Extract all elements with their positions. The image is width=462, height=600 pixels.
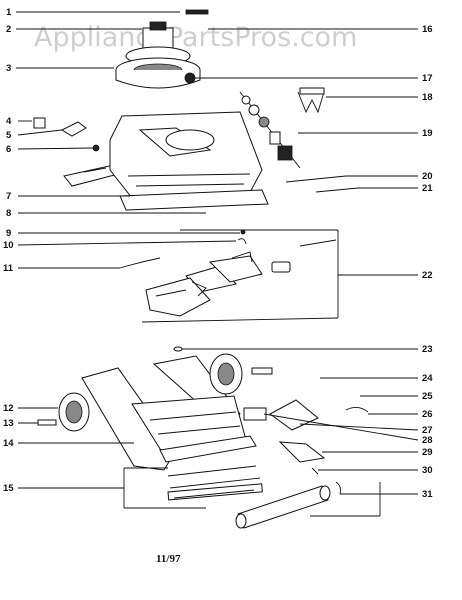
callout-25: 25 [422,391,433,402]
callout-26: 26 [422,409,433,420]
callout-24: 24 [422,373,433,384]
callout-9: 9 [6,228,11,239]
brushroll-parts [167,465,263,501]
callout-18: 18 [422,92,433,103]
callout-30: 30 [422,465,433,476]
callout-15: 15 [3,483,14,494]
callout-14: 14 [3,438,14,449]
callout-20: 20 [422,171,433,182]
callout-7: 7 [6,191,11,202]
agitator-parts [119,229,337,317]
callout-3: 3 [6,63,11,74]
callout-23: 23 [422,344,433,355]
callout-8: 8 [6,208,11,219]
right-upper-parts [184,72,359,193]
callout-16: 16 [422,24,433,35]
callout-28: 28 [422,435,433,446]
motor-assembly [115,9,209,89]
footer-date: 11/97 [156,553,181,565]
lower-right-parts [243,399,369,475]
callout-13: 13 [3,418,14,429]
callout-1: 1 [6,7,12,18]
callout-27: 27 [422,425,433,436]
watermark: AppliancePartsPros.com [34,22,357,53]
lower-frame [81,346,257,471]
callout-21: 21 [422,183,433,194]
callout-labels: 1 2 3 4 5 6 7 8 9 10 11 12 13 14 15 16 1… [3,7,433,500]
base-housing [109,111,269,211]
hose-tube [235,481,341,529]
callout-12: 12 [3,403,14,414]
leader-lines [16,11,419,517]
callout-11: 11 [3,263,14,274]
callout-22: 22 [422,270,433,281]
callout-4: 4 [6,116,12,127]
callout-29: 29 [422,447,433,458]
callout-10: 10 [3,240,14,251]
callout-31: 31 [422,489,433,500]
callout-17: 17 [422,73,433,84]
callout-5: 5 [6,130,12,141]
callout-19: 19 [422,128,433,139]
callout-6: 6 [6,144,11,155]
callout-2: 2 [6,24,11,35]
wheels [37,353,273,432]
